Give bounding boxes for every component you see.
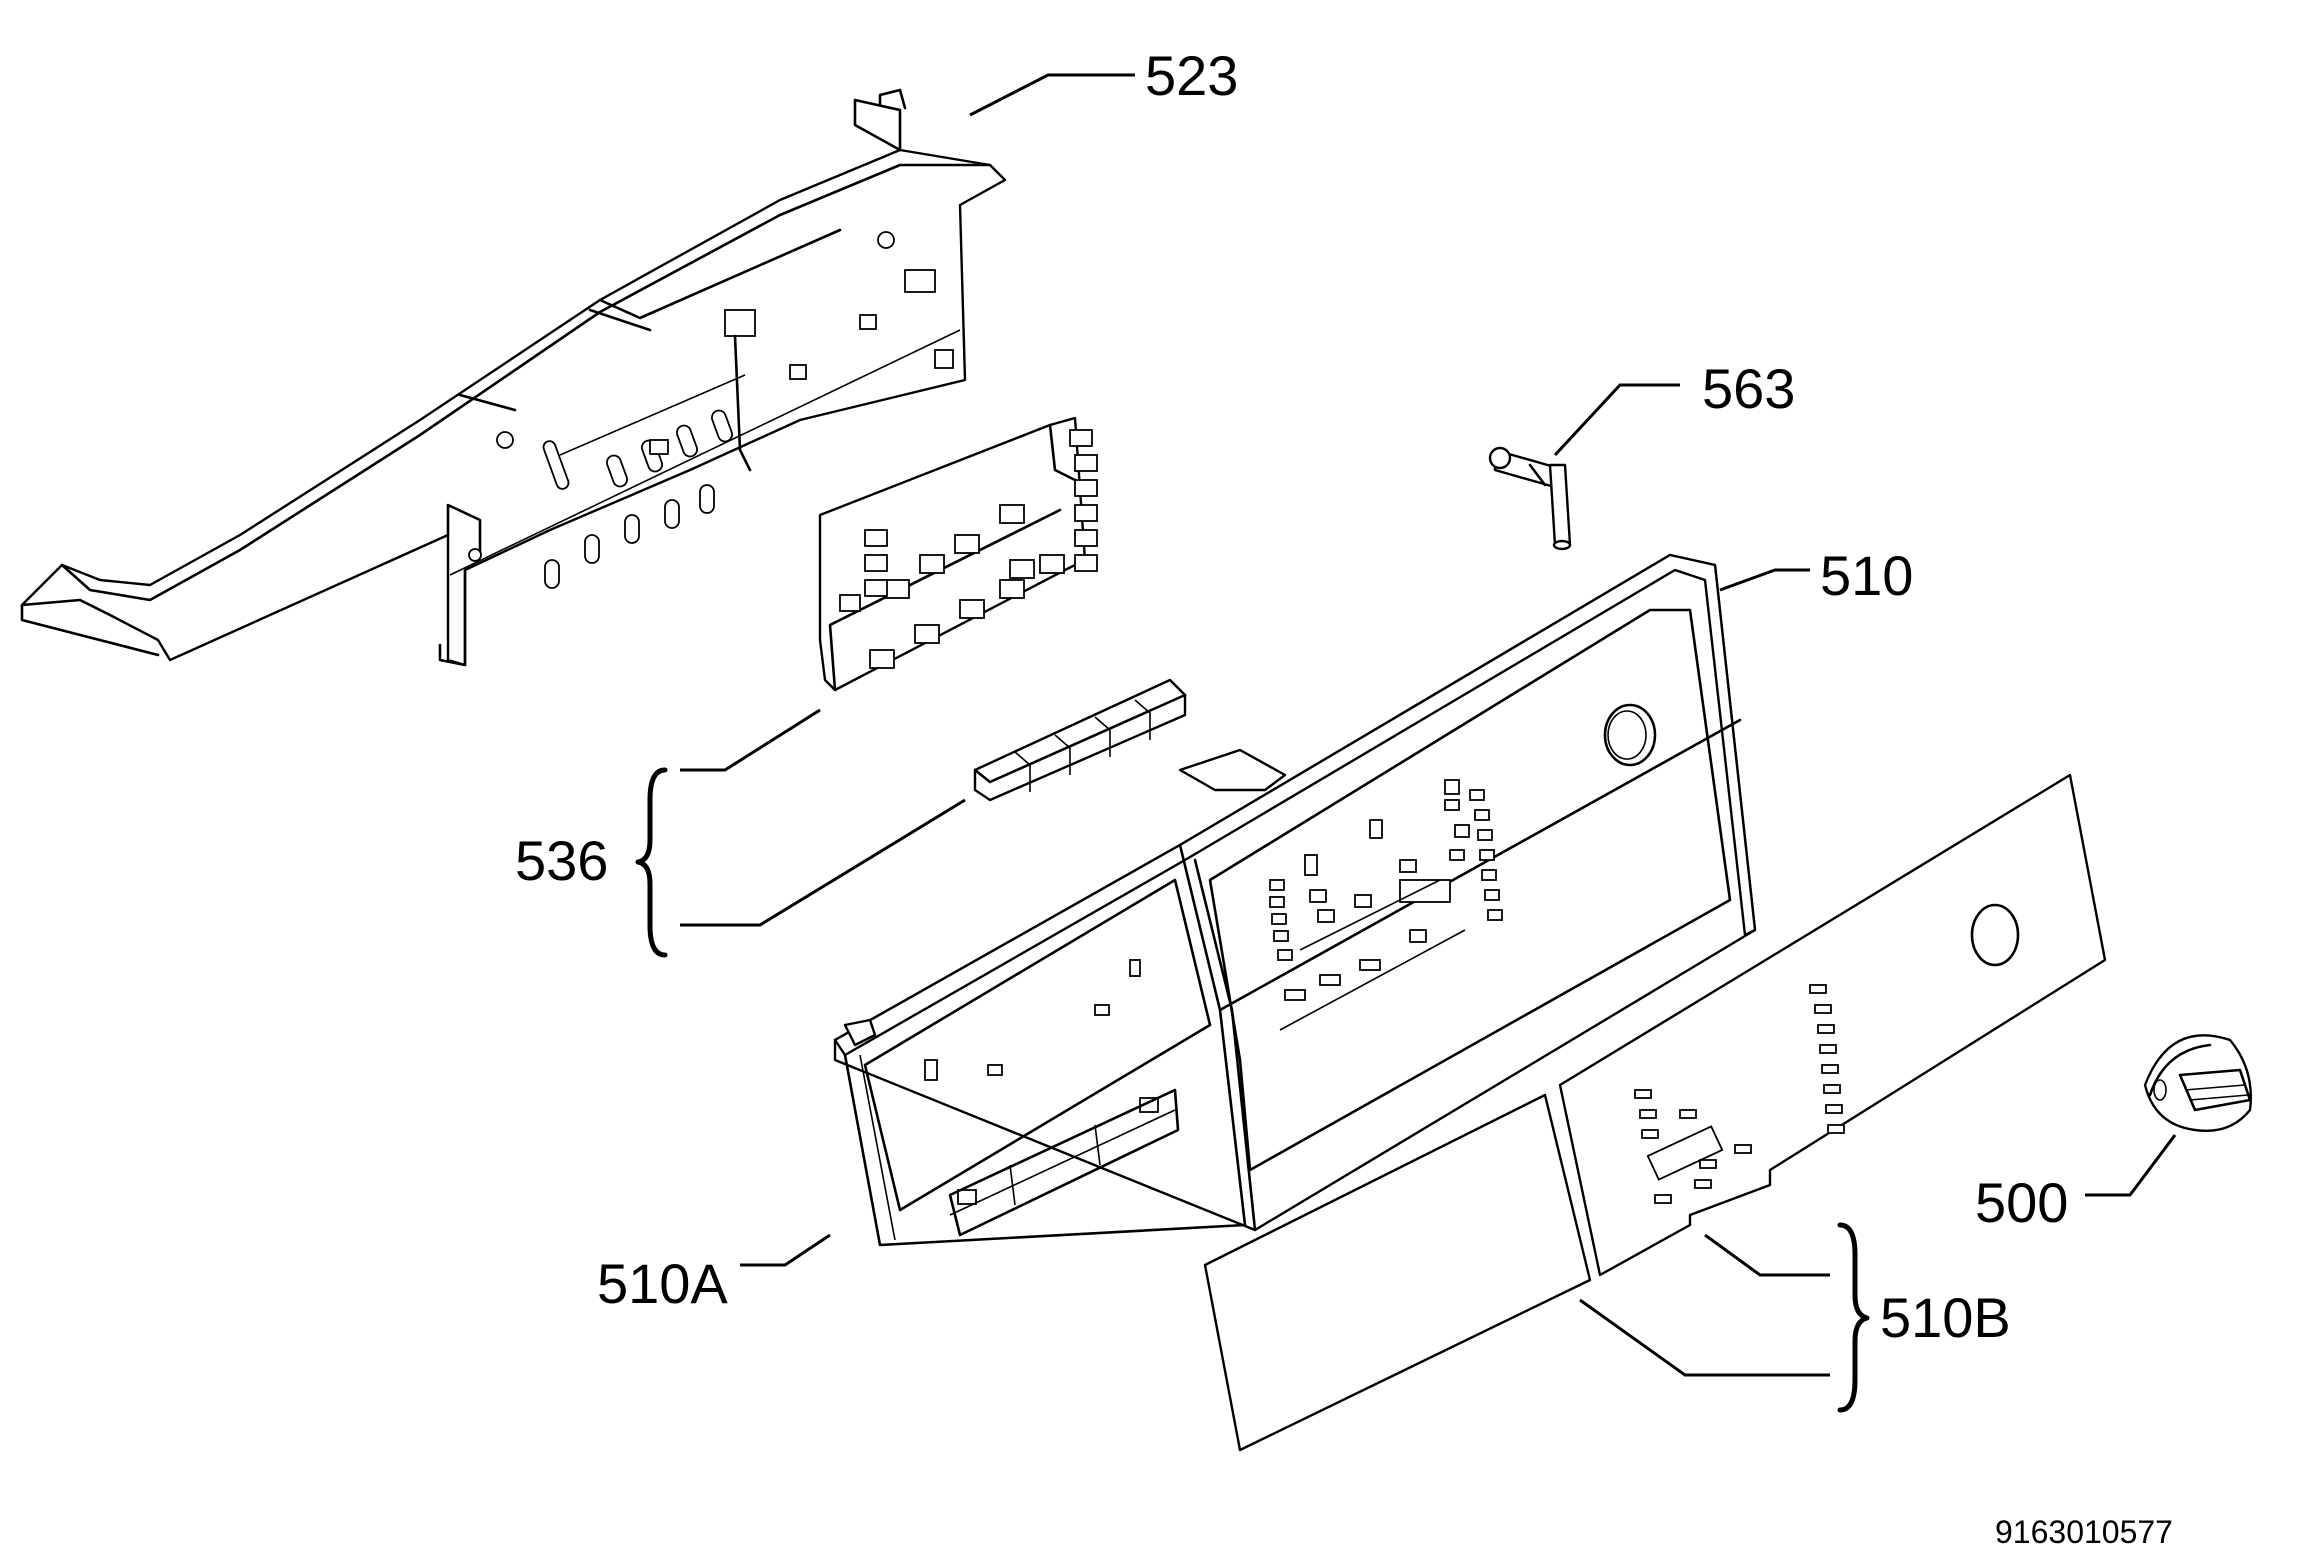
part-510-control-panel bbox=[833, 553, 1757, 1247]
leader-563 bbox=[1553, 383, 1680, 457]
panel-indicator-windows bbox=[924, 779, 1503, 1205]
part-510b-overlay-left bbox=[1203, 1093, 1592, 1452]
part-523-bracket bbox=[20, 88, 1007, 667]
label-510: 510 bbox=[1820, 544, 1913, 607]
leader-lines bbox=[680, 73, 2177, 1377]
label-500: 500 bbox=[1975, 1171, 2068, 1234]
part-510b-overlay-right bbox=[1558, 773, 2107, 1277]
leader-510a bbox=[740, 1233, 831, 1267]
brace-510b bbox=[1837, 1222, 1870, 1413]
leader-510 bbox=[1719, 568, 1810, 592]
leader-510b-right bbox=[1704, 1233, 1830, 1277]
part-536-board bbox=[818, 416, 1098, 692]
brace-536 bbox=[635, 767, 668, 958]
leader-536-buttons bbox=[680, 798, 966, 927]
part-labels: 523 563 510 536 510A 500 510B bbox=[515, 44, 2068, 1349]
label-536: 536 bbox=[515, 829, 608, 892]
part-500-knob bbox=[2143, 1034, 2252, 1132]
board-connectors bbox=[839, 429, 1098, 669]
label-510a: 510A bbox=[597, 1252, 728, 1315]
drawing-code: 9163010577 bbox=[1995, 1514, 2173, 1550]
overlay-indicator-windows bbox=[1634, 984, 1845, 1204]
leader-536-board bbox=[680, 708, 821, 772]
leader-523 bbox=[969, 73, 1135, 117]
leader-500 bbox=[2085, 1134, 2177, 1197]
label-510b: 510B bbox=[1880, 1286, 2011, 1349]
label-523: 523 bbox=[1145, 44, 1238, 107]
braces bbox=[635, 767, 1870, 1413]
part-563-sensor bbox=[1488, 446, 1572, 551]
part-536-button-strip bbox=[973, 678, 1187, 802]
label-563: 563 bbox=[1702, 357, 1795, 420]
leader-510b-left bbox=[1579, 1298, 1830, 1377]
